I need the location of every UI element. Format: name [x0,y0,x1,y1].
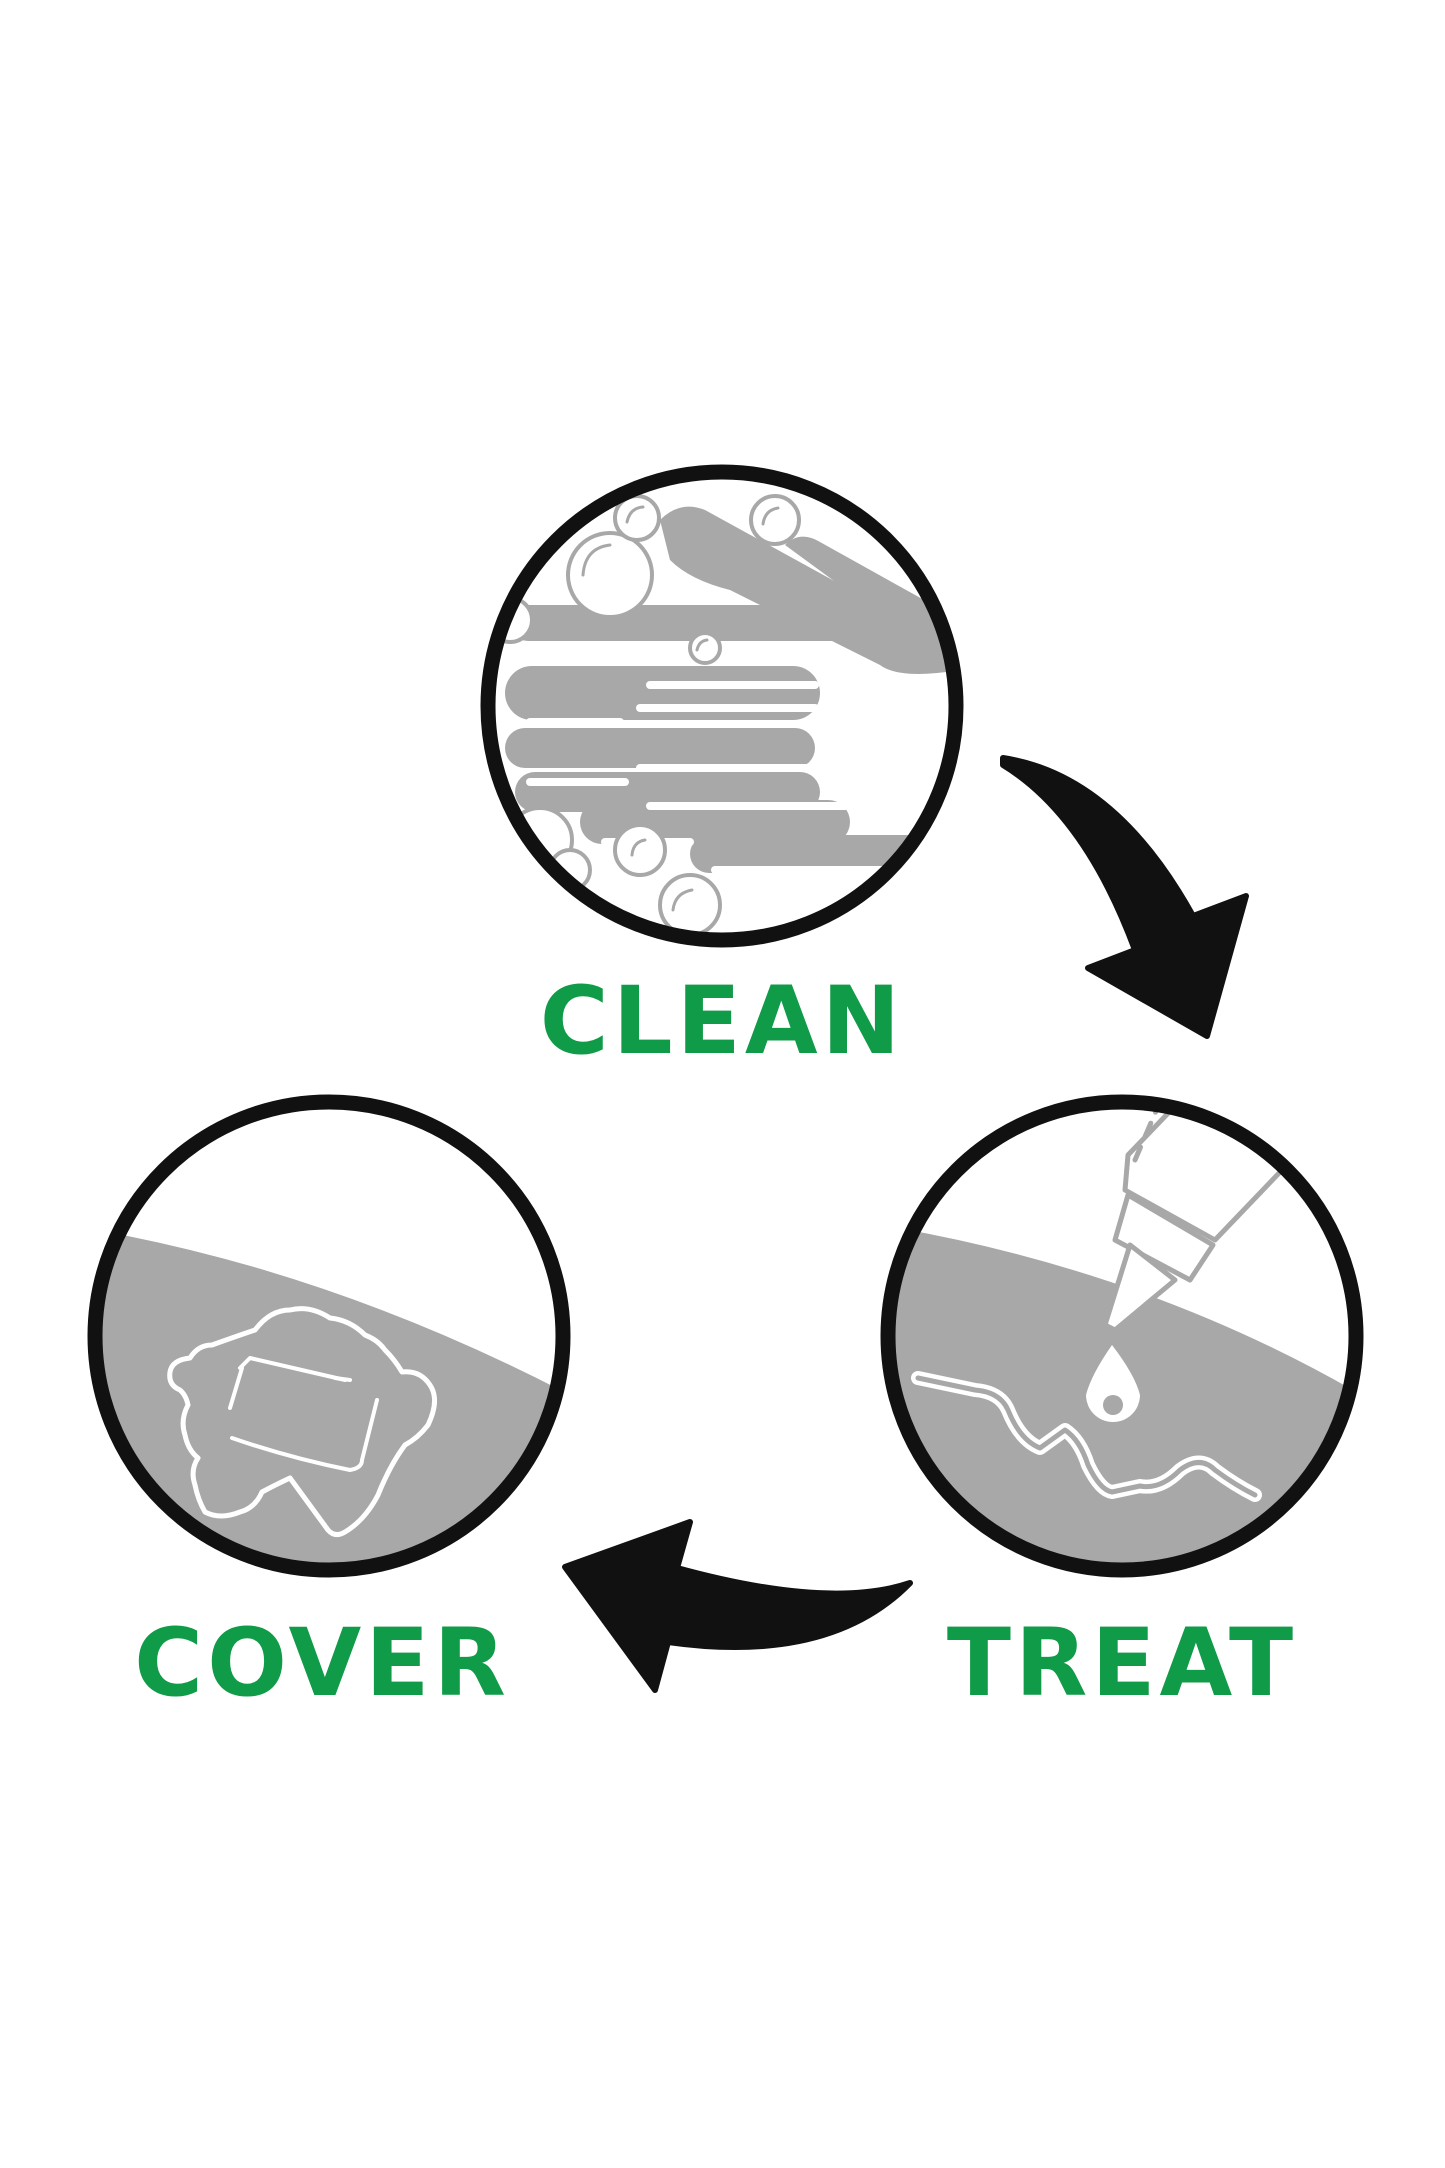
cover-label: COVER [134,1609,510,1718]
ointment-tube-on-wound-icon [888,1102,1356,1570]
clean-ring [480,464,964,948]
washing-hands-icon [488,494,956,937]
treat-label: TREAT [947,1609,1297,1718]
treat-ring [880,1094,1364,1578]
cover-step: COVER [87,1094,571,1718]
treat-to-cover-arrow [562,1519,913,1693]
clean-label: CLEAN [540,967,905,1076]
bandage-on-skin-icon [95,1228,563,1570]
treat-step: TREAT [880,1094,1364,1718]
cover-ring [87,1094,571,1578]
clean-to-treat-arrow [1000,755,1249,1039]
clean-step: CLEAN [480,464,964,1076]
